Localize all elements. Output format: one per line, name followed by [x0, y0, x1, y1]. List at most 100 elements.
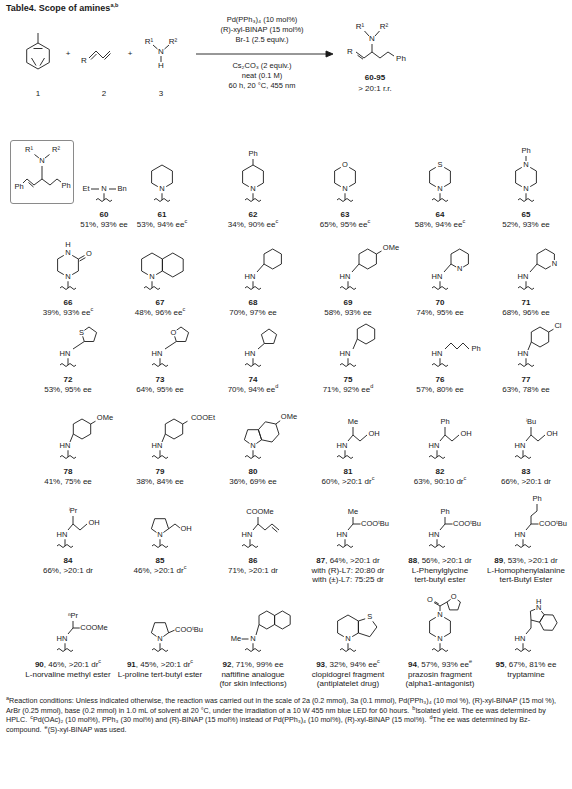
yield-text: 71%, 92% ee: [323, 385, 371, 394]
yield-text: 41%, 75% ee: [44, 477, 92, 486]
yield-text: 66%, >20:1 dr: [43, 566, 93, 575]
caption-line: 75: [288, 375, 408, 385]
caption-line: 91, 45%, >20:1 drc: [100, 660, 220, 670]
footnote-mark: c: [464, 475, 467, 481]
compound-structure: [207, 582, 307, 662]
bond-lines: [340, 249, 382, 290]
caption-line: 94, 57%, 93% eee: [380, 660, 500, 670]
atom-label: HN: [517, 273, 529, 281]
atom-label: HN: [56, 635, 68, 643]
compound-name: L-Phenylglycine: [412, 566, 468, 575]
bond-lines: [151, 623, 175, 652]
bond-lines: [429, 427, 459, 459]
caption-line: 88, 56%, >20:1 dr: [380, 556, 500, 566]
compound-structure: [394, 582, 494, 662]
yield-text: , 67%, 81% ee: [504, 660, 556, 669]
caption-line: 60%, >20:1 drc: [288, 477, 408, 487]
compound-caption: 6639%, 93% eec: [8, 298, 128, 317]
caption-line: 65%, 95% eec: [285, 220, 405, 230]
atom-label: ⁱBu: [525, 418, 536, 426]
compound-structure: [114, 582, 214, 662]
caption-line: 66%, >20:1 dr: [466, 477, 572, 487]
scheme-label: R¹: [145, 38, 153, 46]
compound-caption: 89, 53%, >20:1 drL-Homophenylalaninetert…: [466, 556, 572, 585]
bond-lines: [340, 324, 375, 367]
atom-label: HN: [59, 350, 71, 358]
compound-number: 81: [344, 467, 353, 476]
footnote-mark: d: [370, 383, 373, 389]
footnote-mark: e: [469, 658, 472, 664]
condition-text: (R)-xyl-BINAP (15 mol%): [220, 26, 303, 34]
atom-label: OH: [460, 430, 472, 438]
bond-lines: [245, 249, 281, 290]
atom-label: HN: [517, 350, 529, 358]
atom-label: N: [437, 635, 443, 643]
atom-label: N: [551, 260, 557, 268]
caption-line: 77: [466, 375, 572, 385]
atom-label: Cl: [554, 322, 562, 330]
yield-text: 48%, 96% ee: [135, 308, 183, 317]
compound-caption: 87, 64%, >20:1 drwith (R)-L7: 20:80 drwi…: [288, 556, 408, 585]
compound-name: L-norvaline methyl ester: [25, 670, 110, 679]
atom-label: OMe: [96, 414, 113, 422]
yield-text: 38%, 84% ee: [136, 477, 184, 486]
atom-label: Me: [347, 418, 358, 426]
footnote-mark: e: [45, 723, 48, 729]
yield-text: 66%, >20:1 dr: [501, 477, 551, 486]
bond-lines: [152, 419, 188, 459]
atom-label: N: [437, 611, 443, 619]
compound-number: 60: [100, 210, 109, 219]
atom-label: COOᵗBu: [361, 520, 390, 528]
atom-label: HN: [431, 350, 443, 358]
atom-label: O: [170, 329, 177, 337]
caption-line: (antiplatelet drug): [288, 679, 408, 689]
compound-structure: [22, 389, 122, 469]
bond-lines: [516, 156, 537, 202]
yield-text: 57%, 80% ee: [416, 385, 464, 394]
atom-label: O: [342, 161, 349, 169]
bond-lines: [432, 249, 468, 290]
yield-text: 52%, 93% ee: [502, 220, 550, 229]
caption-line: clopidogrel fragment: [288, 670, 408, 680]
footnote-mark: c: [275, 218, 278, 224]
atom-label: OH: [368, 430, 380, 438]
caption-line: 67: [100, 298, 220, 308]
caption-line: 52%, 93% ee: [466, 220, 572, 230]
scheme-label: > 20:1 r.r.: [358, 85, 392, 93]
caption-line: 66%, >20:1 dr: [8, 566, 128, 576]
compound-number: 78: [64, 467, 73, 476]
atom-label: COOEt: [190, 414, 215, 422]
compound-caption: 8263%, 90:10 drc: [380, 467, 500, 486]
compound-caption: 6870%, 97% ee: [193, 298, 313, 317]
compound-number: 84: [64, 556, 73, 565]
atom-label: O: [450, 593, 457, 601]
caption-line: 93, 32%, 94% eec: [288, 660, 408, 670]
compound-caption: 92, 71%, 99% eenaftifine analogue(for sk…: [193, 660, 313, 689]
atom-label: Ph: [532, 495, 542, 503]
yield-text: 68%, 96% ee: [502, 308, 550, 317]
footnote-mark: c: [30, 714, 33, 720]
caption-line: 64: [380, 210, 500, 220]
atom-label: N: [535, 604, 541, 612]
yield-text: , 57%, 93% ee: [417, 660, 469, 669]
compound-number: 85: [156, 556, 165, 565]
compound-caption: 7763%, 78% ee: [466, 375, 572, 394]
yield-text: 63%, 78% ee: [502, 385, 550, 394]
atom-label: S: [78, 329, 84, 337]
compound-number: 92: [223, 660, 232, 669]
caption-line: 68%, 96% ee: [466, 308, 572, 318]
yield-text: 58%, 94% ee: [415, 220, 463, 229]
caption-line: with (R)-L7: 20:80 dr: [288, 566, 408, 576]
yield-text: 65%, 95% ee: [320, 220, 368, 229]
bond-lines: [245, 329, 277, 367]
compound-number: 67: [156, 298, 165, 307]
compound-number: 71: [522, 298, 531, 307]
yield-text: 60%, >20:1 dr: [322, 477, 372, 486]
compound-caption: 7657%, 80% ee: [380, 375, 500, 394]
compound-number: 88: [408, 556, 417, 565]
bond-lines: [515, 609, 557, 651]
caption-line: 64%, 95% ee: [100, 385, 220, 395]
caption-line: 53%, 95% ee: [8, 385, 128, 395]
compound-name: clopidogrel fragment: [312, 670, 384, 679]
atom-label: HN: [151, 350, 163, 358]
